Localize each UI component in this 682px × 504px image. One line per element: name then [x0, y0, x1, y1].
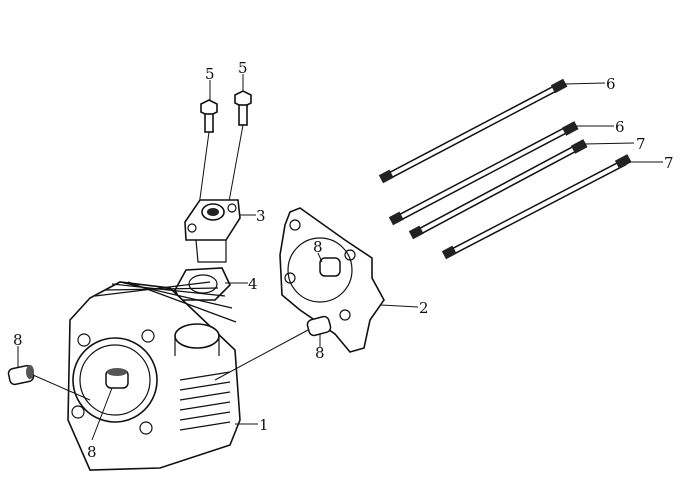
callout-6-second: 6	[615, 118, 625, 136]
stud-7-third	[408, 139, 588, 240]
dowel-cylinder	[105, 368, 129, 389]
callout-7-bottom: 7	[664, 154, 674, 172]
stud-7-bottom	[441, 154, 632, 260]
dowel-far-left	[7, 364, 91, 401]
callout-7-third: 7	[636, 135, 646, 153]
dowel-mid	[214, 315, 332, 381]
intake-pipe	[184, 199, 241, 263]
cooling-fins	[179, 371, 231, 431]
callout-8-mid: 8	[315, 344, 325, 362]
cylinder-block	[67, 281, 241, 471]
stud-6-second	[388, 121, 579, 226]
callout-1: 1	[259, 416, 269, 434]
leader-lines	[17, 74, 663, 441]
callout-8-far-left: 8	[13, 331, 23, 349]
bolt-5-right	[225, 90, 252, 219]
callout-5-right: 5	[238, 59, 248, 77]
callout-6-top: 6	[606, 75, 616, 93]
dowel-gasket	[319, 257, 341, 277]
stud-6-top	[378, 78, 568, 184]
callout-8-cylinder: 8	[87, 443, 97, 461]
callout-5-left: 5	[205, 65, 215, 83]
callout-2: 2	[419, 299, 429, 317]
callout-8-gasket: 8	[313, 238, 323, 256]
callout-4: 4	[248, 275, 258, 293]
cylinder-gasket	[279, 207, 385, 353]
callout-3: 3	[256, 207, 266, 225]
